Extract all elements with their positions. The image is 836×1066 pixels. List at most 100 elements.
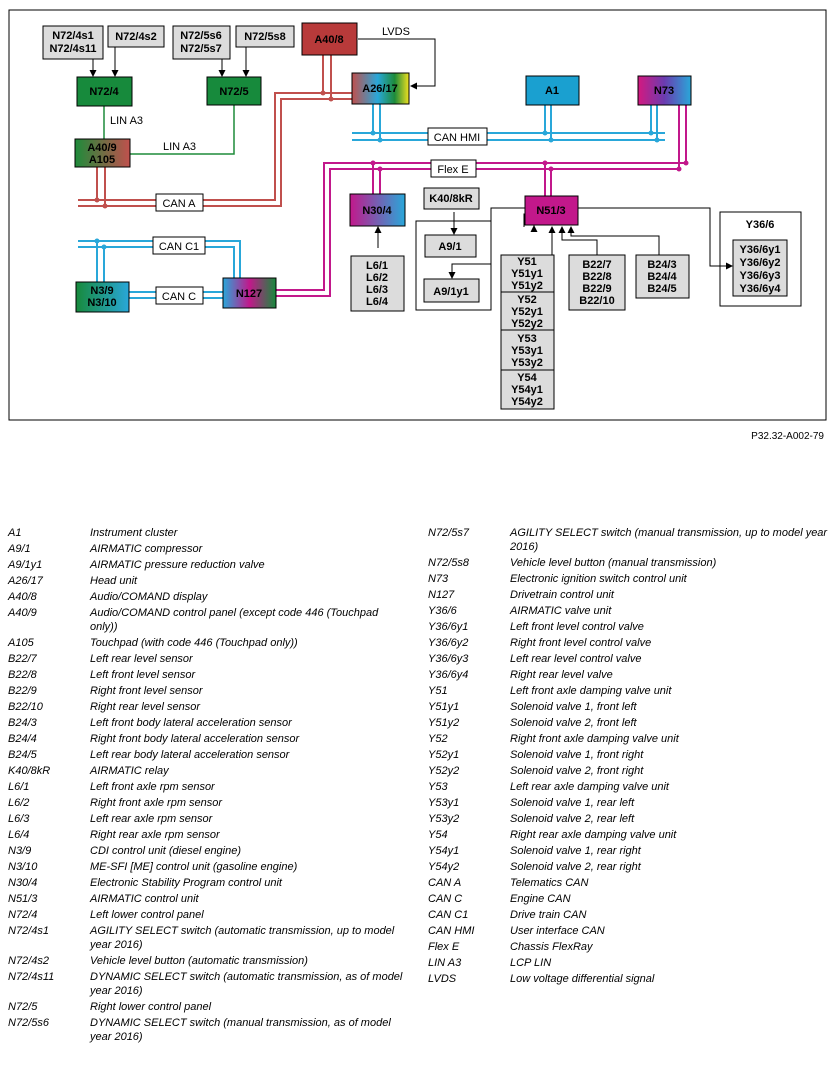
svg-text:Y36/6y2: Y36/6y2 xyxy=(740,257,781,269)
legend-description: Drive train CAN xyxy=(510,909,587,921)
legend-code: LIN A3 xyxy=(428,957,462,969)
lin-a3-label-2: LIN A3 xyxy=(163,141,196,153)
legend-row: Y36/6y3 Left rear level control valve xyxy=(428,652,836,666)
svg-text:Y52y1: Y52y1 xyxy=(511,306,543,318)
legend-code: A9/1y1 xyxy=(8,559,43,571)
svg-text:Y51y2: Y51y2 xyxy=(511,280,543,292)
legend-code: N72/5s8 xyxy=(428,557,469,569)
legend-description: Vehicle level button (manual transmissio… xyxy=(510,557,717,569)
y53-box: Y53 Y53y1 Y53y2 xyxy=(500,329,555,371)
legend-description: Head unit xyxy=(90,575,138,587)
legend-code: Y36/6y4 xyxy=(428,669,469,681)
legend-code: Y52y1 xyxy=(428,749,460,761)
legend-code: Y36/6y1 xyxy=(428,621,469,633)
legend-description: Left front axle rpm sensor xyxy=(90,781,215,793)
legend-description: Left rear axle rpm sensor xyxy=(90,813,213,825)
legend-code: Y54y1 xyxy=(428,845,460,857)
can-c-label: CAN C xyxy=(162,291,196,303)
a26-17-box: A26/17 xyxy=(351,72,410,105)
legend-description: AIRMATIC pressure reduction valve xyxy=(90,559,265,571)
svg-text:B22/7: B22/7 xyxy=(582,259,611,271)
legend-description: Solenoid valve 2, front left xyxy=(510,717,637,729)
figure-id: P32.32-A002-79 xyxy=(751,431,824,442)
legend-description: Left rear level sensor xyxy=(90,653,193,665)
legend-description: Electronic Stability Program control uni… xyxy=(90,877,282,889)
y36-6-frame xyxy=(719,211,802,307)
can-hmi-label: CAN HMI xyxy=(434,132,480,144)
svg-text:B22/8: B22/8 xyxy=(582,271,611,283)
legend-description: Right front level sensor xyxy=(90,685,203,697)
n127-box: N127 xyxy=(222,277,277,309)
legend-description: Left front level sensor xyxy=(90,669,196,681)
svg-text:Y52y2: Y52y2 xyxy=(511,318,543,330)
legend-code: B24/3 xyxy=(8,717,37,729)
legend-code: Y53y2 xyxy=(428,813,460,825)
legend-description: Right rear axle damping valve unit xyxy=(510,829,677,841)
can-hmi-bus xyxy=(352,104,665,141)
a40-8-box: A40/8 xyxy=(301,22,358,56)
legend-code: Y52 xyxy=(428,733,448,745)
legend-code: Y36/6y2 xyxy=(428,637,469,649)
legend-description: ME-SFI [ME] control unit (gasoline engin… xyxy=(90,861,298,873)
legend-description: AIRMATIC relay xyxy=(90,765,169,777)
legend-description: Right front body lateral acceleration se… xyxy=(90,733,300,745)
n72-4s2-box: N72/4s2 xyxy=(107,25,165,48)
diagram-frame xyxy=(8,9,827,421)
legend-code: N51/3 xyxy=(8,893,38,905)
legend-code: B22/10 xyxy=(8,701,43,713)
svg-text:N73: N73 xyxy=(654,85,674,97)
legend-description: Drivetrain control unit xyxy=(510,589,614,601)
legend-code: N3/10 xyxy=(8,861,38,873)
legend-description: Solenoid valve 1, rear left xyxy=(510,797,635,809)
legend-description: Engine CAN xyxy=(510,893,571,905)
legend-code: CAN C1 xyxy=(428,909,469,921)
svg-text:A40/8: A40/8 xyxy=(314,34,343,46)
svg-text:A1: A1 xyxy=(545,85,559,97)
legend-description: Left rear level control valve xyxy=(510,653,642,665)
legend-code: Y51 xyxy=(428,685,448,697)
svg-text:N72/4s2: N72/4s2 xyxy=(115,31,157,43)
legend-description: CDI control unit (diesel engine) xyxy=(90,845,242,857)
legend-row: N127 Drivetrain control unit xyxy=(428,588,836,602)
svg-text:Y53y2: Y53y2 xyxy=(511,357,543,369)
legend-description: Solenoid valve 2, front right xyxy=(510,765,644,777)
legend-description: Low voltage differential signal xyxy=(510,973,655,985)
n72-5s6-box: N72/5s6 N72/5s7 xyxy=(172,25,231,60)
svg-text:B22/9: B22/9 xyxy=(582,283,611,295)
legend-code: N72/5s6 xyxy=(8,1017,49,1029)
legend-description: Right lower control panel xyxy=(90,1001,212,1013)
legend-description: AIRMATIC control unit xyxy=(90,893,199,905)
legend-code: N127 xyxy=(428,589,455,601)
legend-description: DYNAMIC SELECT switch (automatic transmi… xyxy=(90,971,403,997)
svg-text:N72/5s8: N72/5s8 xyxy=(244,31,286,43)
n72-4s1-label: N72/4s1 xyxy=(52,30,94,42)
legend-row: N3/10 ME-SFI [ME] control unit (gasoline … xyxy=(8,860,418,874)
legend-code: N72/4 xyxy=(8,909,38,921)
legend-description: Left lower control panel xyxy=(90,909,204,921)
n72-4s11-label: N72/4s11 xyxy=(49,43,96,55)
legend-description: User interface CAN xyxy=(510,925,605,937)
legend-code: Y36/6y3 xyxy=(428,653,469,665)
legend-description: Electronic ignition switch control unit xyxy=(510,573,687,585)
